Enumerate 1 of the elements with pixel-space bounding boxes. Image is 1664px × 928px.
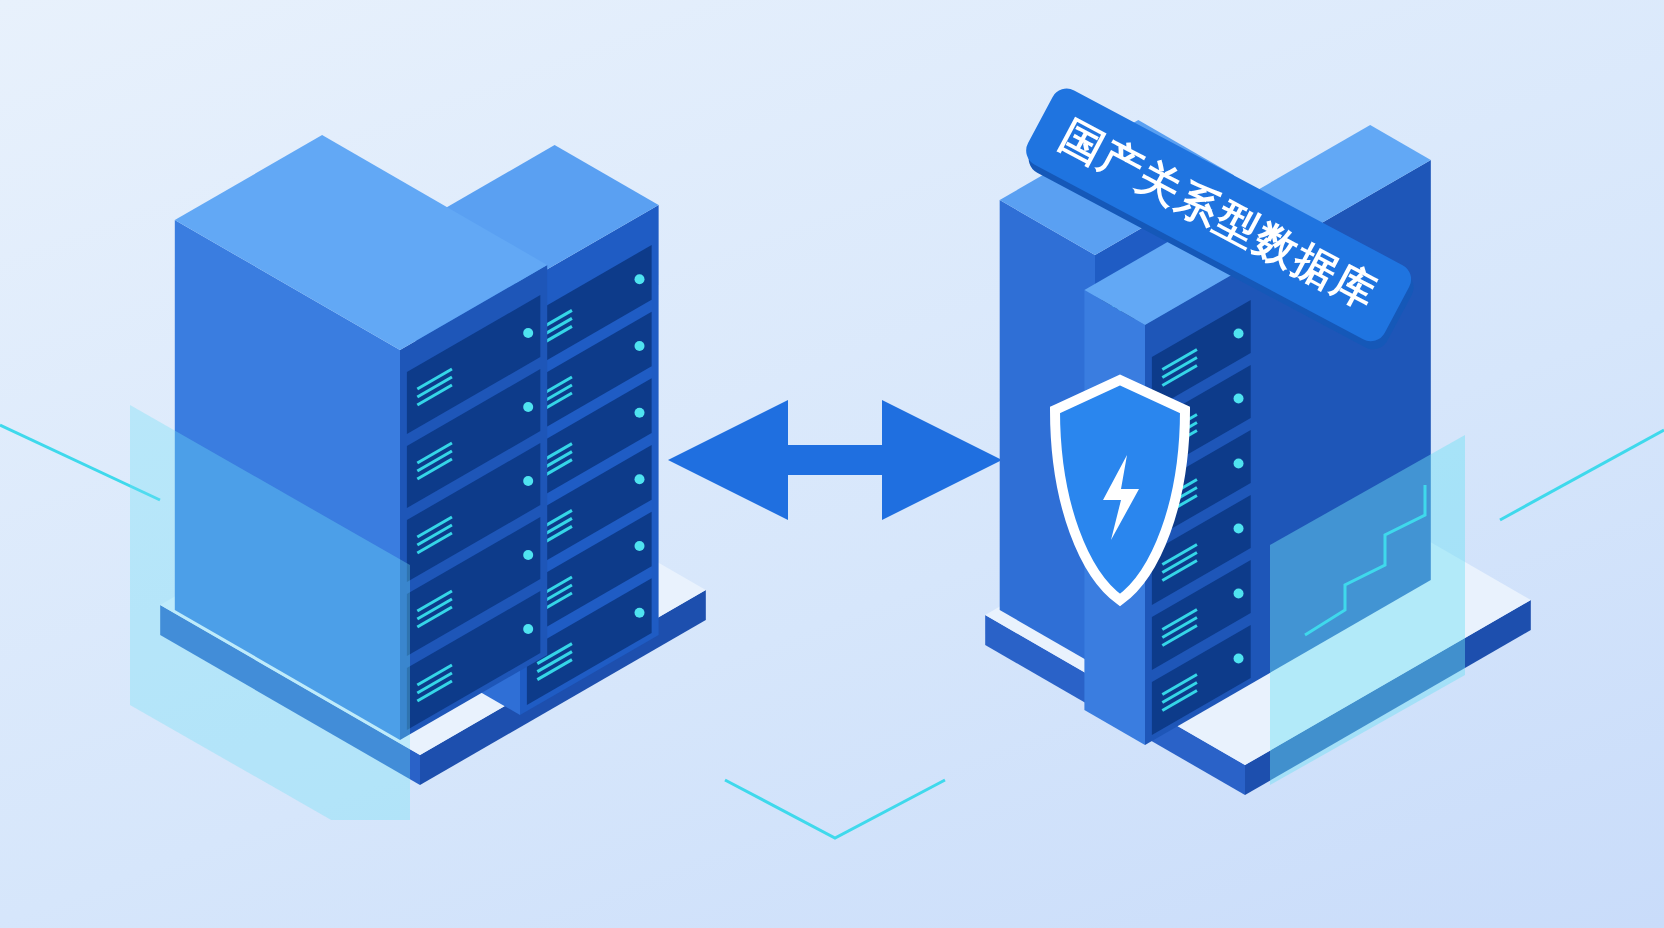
connector-line <box>724 778 946 840</box>
